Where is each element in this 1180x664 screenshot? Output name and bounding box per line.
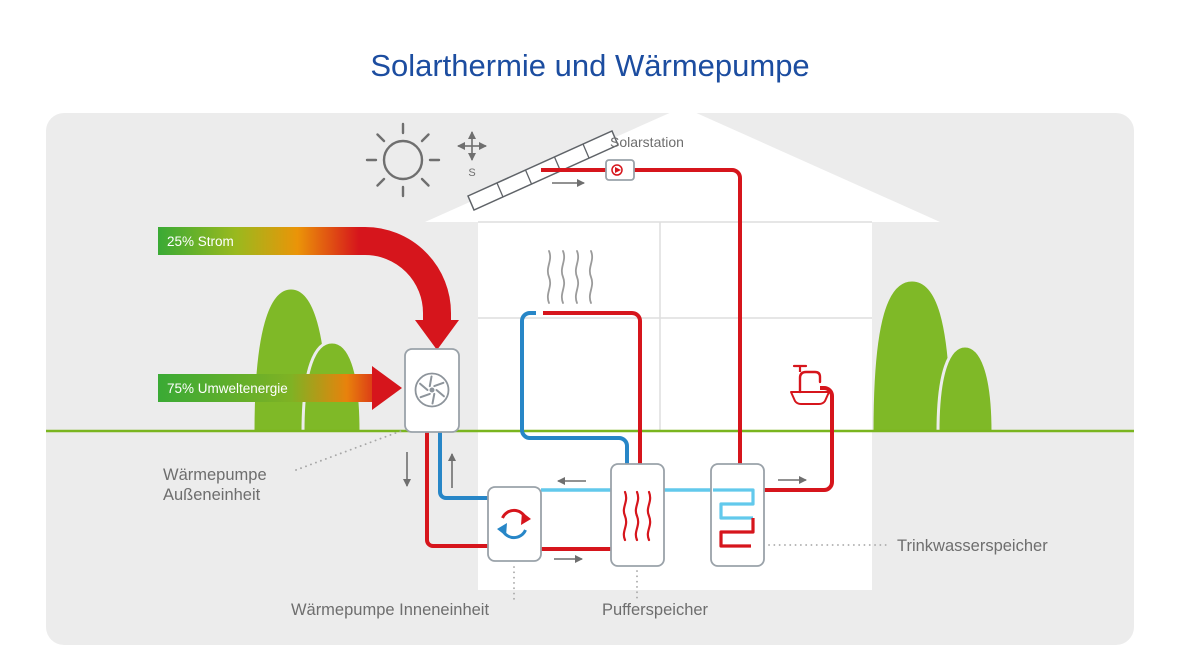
umweltenergie-arrow: 75% Umweltenergie	[158, 366, 402, 410]
strom-arrowhead	[415, 320, 459, 350]
indoor-unit-box	[487, 486, 542, 562]
buffer-storage-unit	[610, 463, 665, 567]
coil-icon	[713, 488, 755, 548]
solarstation: Solarstation	[605, 134, 684, 181]
outdoor-unit-label-line1: Wärmepumpe	[163, 466, 267, 484]
house-body	[478, 222, 872, 590]
strom-label: 25% Strom	[167, 234, 234, 249]
house-roof	[425, 107, 940, 222]
solar-supply-pipe	[541, 168, 742, 464]
pump-icon	[611, 164, 623, 176]
house	[425, 107, 940, 590]
faucet-spout	[798, 370, 822, 394]
fan-blade	[433, 381, 445, 388]
sun-ray	[376, 177, 386, 187]
fan-blade	[428, 375, 433, 388]
strom-energy-arrow: 25% Strom	[158, 227, 459, 350]
panel-divider	[524, 169, 533, 185]
outdoor-hot-pipe	[425, 432, 488, 548]
tree-right-small	[936, 344, 995, 434]
sun-ray	[376, 133, 386, 143]
sink-basin	[790, 391, 830, 405]
indoor-unit-label: Wärmepumpe Inneneinheit	[291, 601, 490, 619]
fan-blade	[431, 392, 436, 405]
strom-band	[158, 227, 451, 322]
dhw-storage-unit	[710, 463, 765, 567]
refresh-arrowhead-cold	[497, 523, 507, 536]
heat-pump-outdoor-unit	[404, 348, 460, 433]
umweltenergie-arrowhead	[372, 366, 402, 410]
solarstation-label: Solarstation	[610, 134, 684, 150]
sun-ray	[420, 133, 430, 143]
outdoor-cold-pipe	[438, 432, 488, 500]
compass-icon: S	[457, 131, 487, 179]
page-title: Solarthermie und Wärmepumpe	[370, 48, 809, 83]
heating-return-pipe	[520, 311, 629, 464]
fan-hub	[429, 387, 435, 393]
buffer-label: Pufferspeicher	[602, 601, 709, 619]
sun-icon	[365, 122, 441, 198]
fan-icon	[414, 372, 450, 408]
panel-divider	[496, 182, 504, 198]
sun-disc	[382, 139, 424, 181]
dhw-pipe	[764, 386, 834, 492]
compass-south-label: S	[468, 167, 475, 179]
dhw-tank-box	[710, 463, 765, 567]
dhw-tank-label: Trinkwasserspeicher	[897, 537, 1048, 555]
coil-cold-section	[713, 488, 755, 520]
fan-blade	[435, 389, 445, 398]
outdoor-unit-label-line2: Außeneinheit	[163, 486, 261, 504]
sun-ray	[420, 177, 430, 187]
pump-rotor	[615, 167, 621, 173]
fan-blade	[419, 392, 431, 399]
coil-hot-section	[719, 518, 755, 548]
panel-divider	[582, 143, 590, 159]
refresh-arrowhead-hot	[521, 512, 531, 525]
heating-supply-pipe	[543, 311, 642, 464]
faucet-icon	[790, 364, 830, 405]
heat-pump-indoor-unit	[487, 486, 542, 562]
refresh-icon	[497, 508, 531, 540]
umweltenergie-label: 75% Umweltenergie	[167, 381, 288, 396]
fan-blade	[419, 382, 429, 391]
